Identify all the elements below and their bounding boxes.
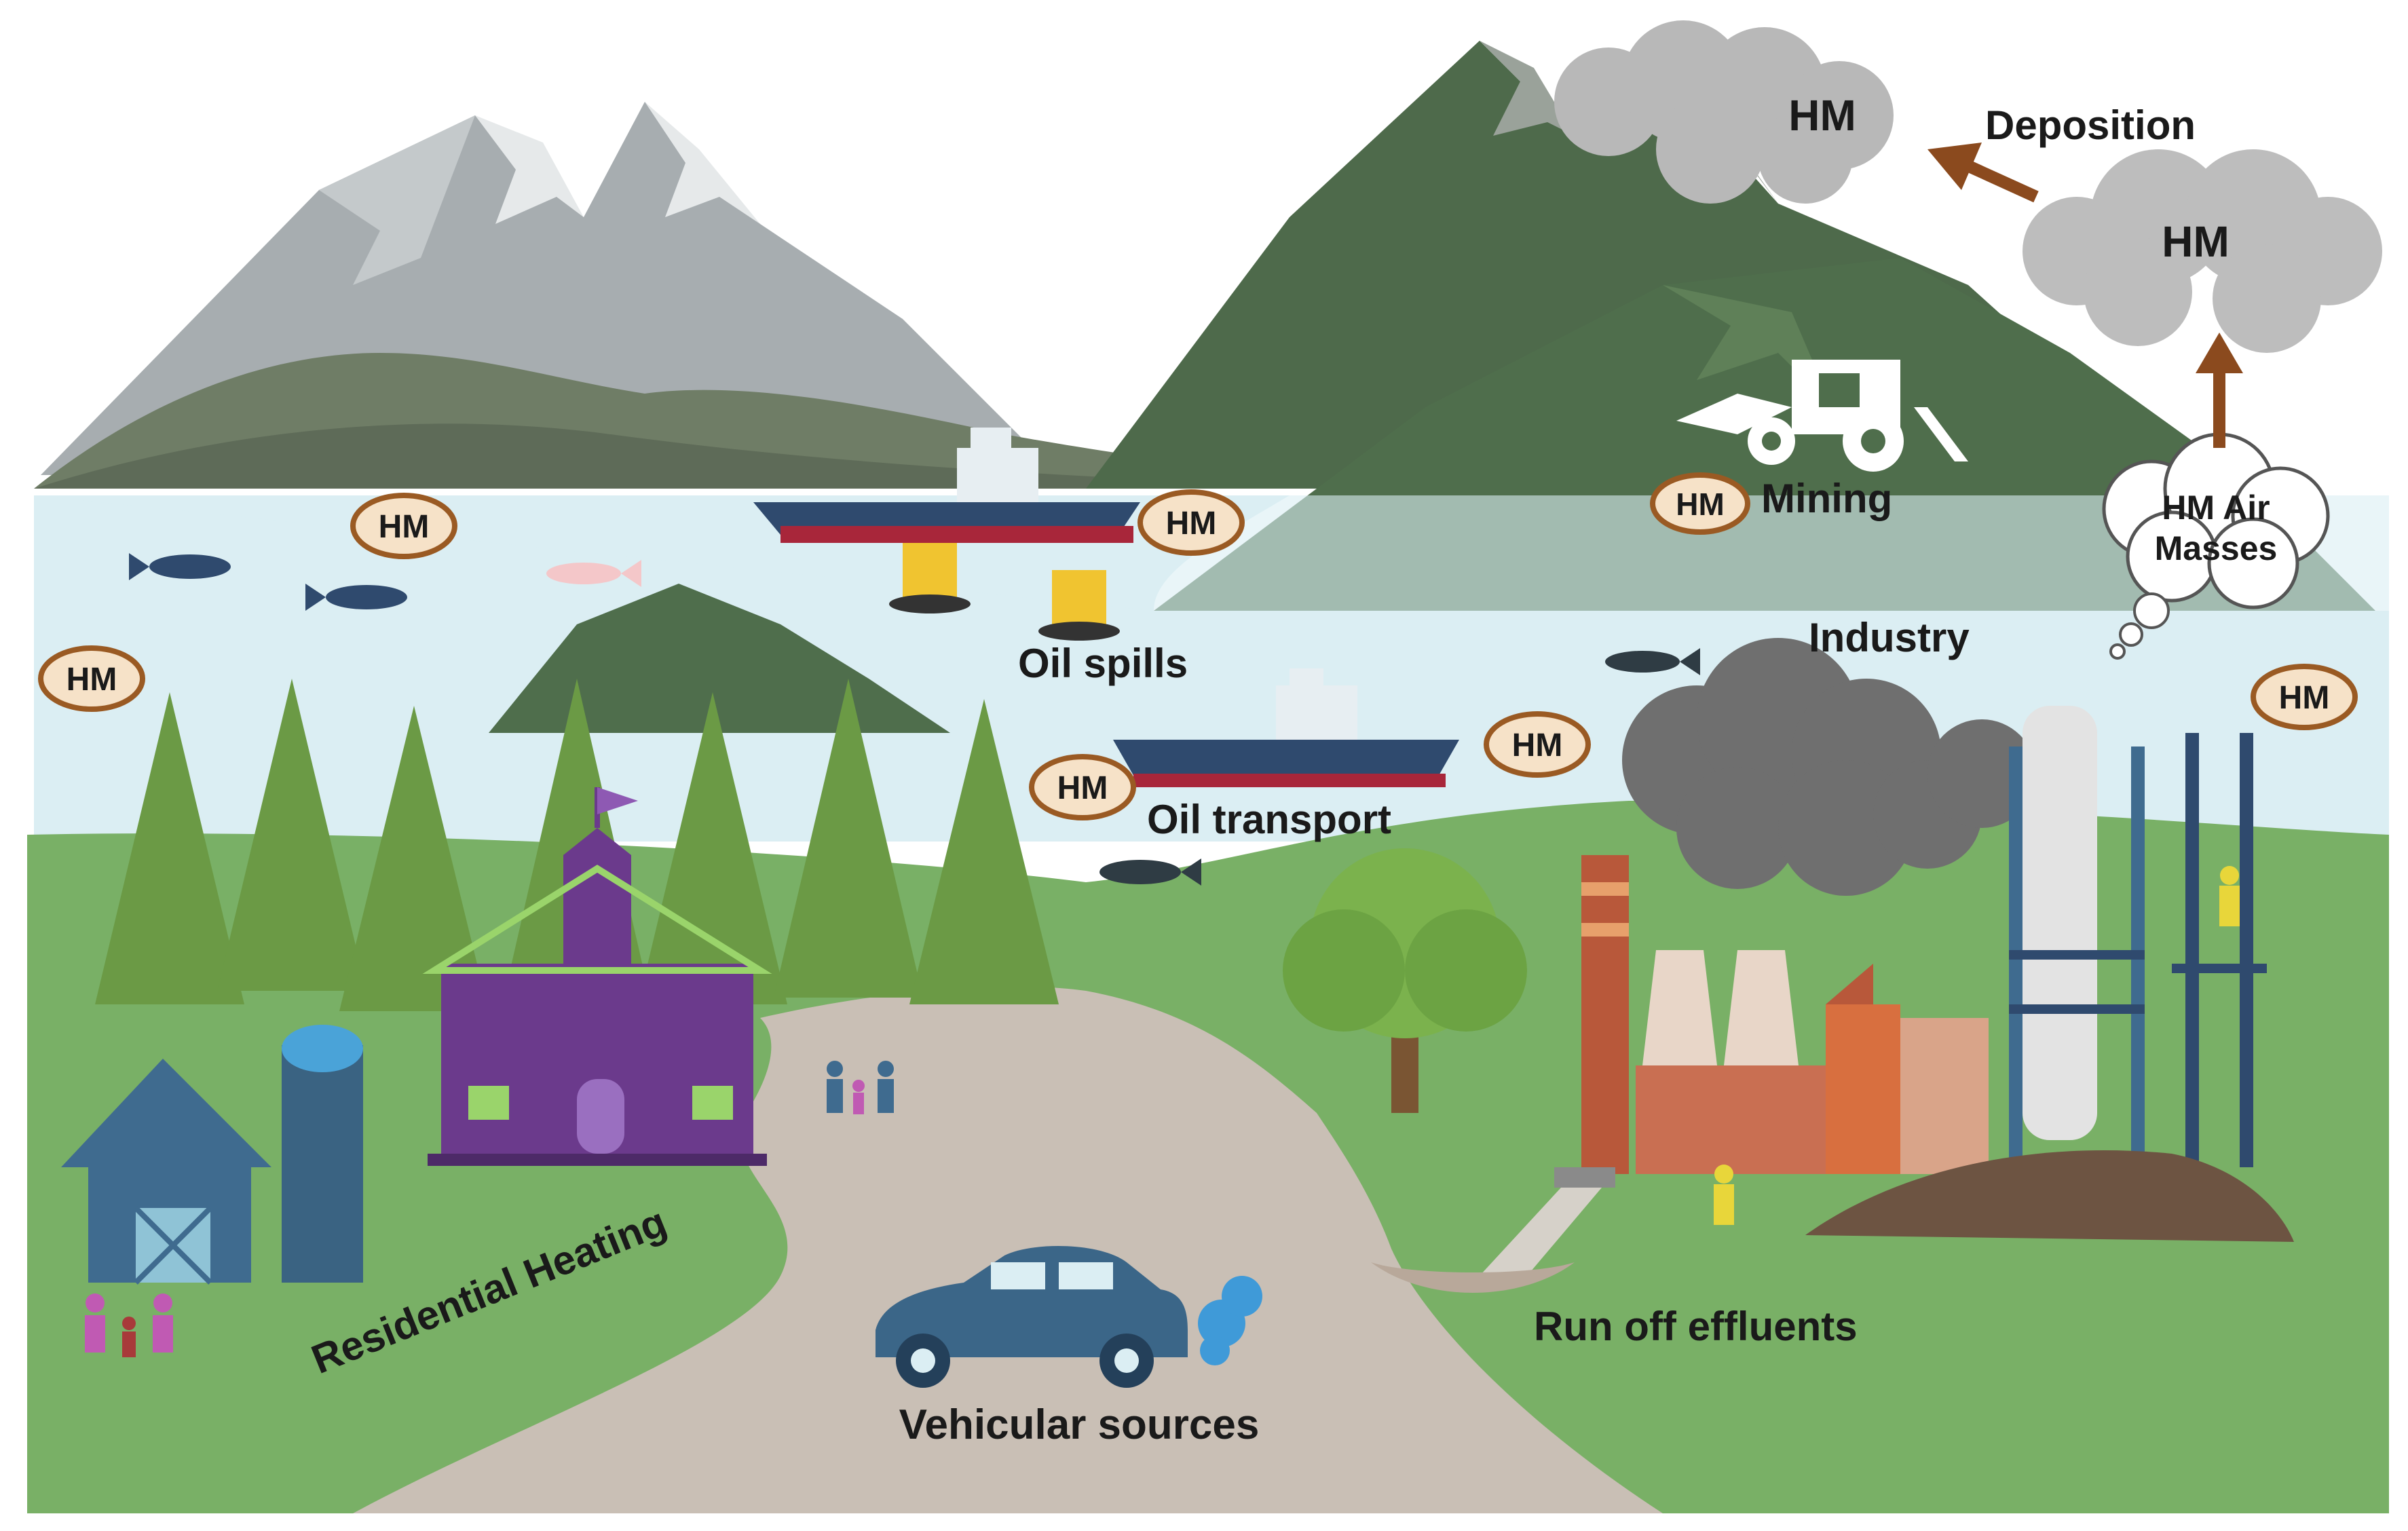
deciduous-tree: [1283, 848, 1527, 1113]
factory: [1581, 855, 1989, 1174]
family-figures-center: [827, 1061, 894, 1114]
hm-badge-text: HM: [67, 662, 117, 698]
hm-badge: HM: [1029, 754, 1136, 820]
hm-badge: HM: [1484, 711, 1591, 778]
industrial-smoke: [1622, 638, 2036, 896]
hm-badge: HM: [1137, 489, 1245, 556]
hazmat-workers: [1714, 866, 2240, 1225]
oil-spills-label: Oil spills: [1018, 641, 1188, 686]
barn: [61, 1025, 363, 1285]
air-masses-label-line2: Masses: [2155, 529, 2278, 567]
mining-tractor: [1676, 360, 1968, 472]
cloud-right: [2023, 149, 2382, 353]
runoff-outlet: [1371, 1167, 1615, 1293]
cloud-top-label: HM: [1788, 91, 1856, 140]
ship-lower: [1113, 668, 1459, 787]
hm-badge: HM: [2251, 664, 2358, 730]
industry-label: Industry: [1809, 615, 1970, 660]
hm-badge-text: HM: [1512, 727, 1563, 763]
hm-badge-text: HM: [2279, 680, 2330, 716]
industrial-tower: [2009, 706, 2267, 1167]
cloud-air-masses: [2102, 432, 2330, 609]
hm-badge-text: HM: [1676, 487, 1725, 522]
oil-barrels: [889, 543, 1120, 641]
mining-label: Mining: [1761, 476, 1892, 521]
hm-badge-text: HM: [1057, 770, 1108, 806]
ship-top: [753, 428, 1140, 543]
oil-transport-label: Oil transport: [1147, 797, 1391, 842]
fish-group: [129, 553, 1700, 886]
hm-badge-text: HM: [1166, 506, 1217, 542]
island: [489, 584, 950, 733]
cloud-right-label: HM: [2162, 217, 2230, 266]
family-figures-left: [85, 1293, 173, 1357]
vehicular-sources-label: Vehicular sources: [899, 1401, 1260, 1448]
hm-badge: HM: [38, 645, 145, 712]
thought-bubbles: [2109, 592, 2170, 660]
deposition-arrow: [1927, 143, 2039, 203]
hm-badge: HM: [350, 493, 457, 559]
soil-pile: [1805, 1150, 2294, 1242]
rising-arrow: [2196, 333, 2243, 448]
car: [876, 1246, 1262, 1388]
air-masses-label-line1: HM Air: [2162, 489, 2270, 527]
school-building: [422, 787, 772, 1166]
cloud-top: [1554, 20, 1894, 204]
run-off-effluents-label: Run off effluents: [1534, 1304, 1858, 1349]
hm-badge: HM: [1650, 472, 1750, 535]
deposition-label: Deposition: [1985, 102, 2196, 148]
road: [353, 986, 1663, 1513]
hm-badge-text: HM: [379, 509, 430, 545]
